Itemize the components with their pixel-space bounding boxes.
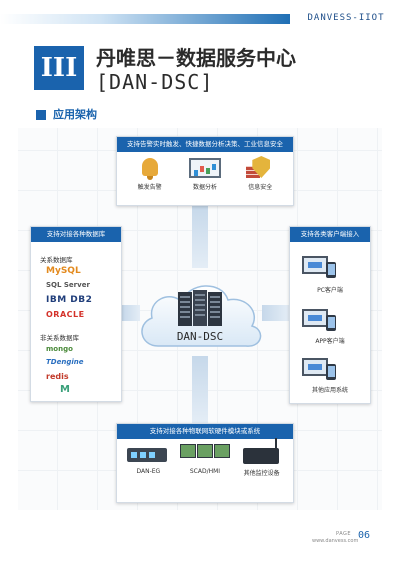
- redis-logo: redis: [46, 372, 69, 381]
- bottom-panel-items: DAN-EG SCAD/HMI 其他监控设备: [120, 438, 290, 500]
- page-number: 06: [358, 530, 371, 541]
- right-panel-header: 支持各类客户端接入: [290, 227, 370, 242]
- arrow-up-icon: [192, 206, 208, 268]
- app-client-icon: [300, 307, 340, 333]
- bottom-panel-header: 支持对接各种物联网软硬件模块或系统: [117, 424, 293, 439]
- arrow-down-icon: [192, 356, 208, 423]
- bottom-item-gateway: DAN-EG: [121, 440, 175, 475]
- top-item-label: 触发告警: [137, 184, 162, 191]
- top-item-alarm: 触发告警: [128, 156, 172, 196]
- top-item-analysis: 数据分析: [183, 156, 227, 196]
- page-subtitle: [DAN-DSC]: [96, 70, 214, 94]
- bottom-item-label: SCAD/HMI: [189, 468, 221, 475]
- monitoring-device-icon: [237, 438, 287, 468]
- relational-db-title: 关系数据库: [40, 256, 73, 264]
- tdengine-logo: TDengine: [46, 358, 84, 366]
- bottom-item-label: 其他监控设备: [243, 470, 280, 477]
- chapter-number: III: [34, 46, 84, 90]
- arrow-right-icon: [262, 305, 289, 321]
- scada-hmi-icon: [179, 440, 230, 468]
- bottom-item-label: DAN-EG: [136, 468, 161, 475]
- data-analysis-icon: [187, 156, 223, 182]
- server-rack-icon: [178, 290, 222, 326]
- other-system-icon: [300, 356, 340, 382]
- page-title: 丹唯思－数据服务中心: [96, 46, 296, 70]
- bottom-item-scada: SCAD/HMI: [178, 440, 232, 475]
- nonrelational-db-title: 非关系数据库: [40, 334, 79, 342]
- right-item-label: PC客户端: [317, 287, 343, 294]
- left-panel-header: 支持对接各种数据库: [31, 227, 121, 242]
- sqlserver-logo: SQL Server: [46, 281, 90, 289]
- security-shield-icon: [242, 156, 278, 182]
- center-label: DAN-DSC: [176, 330, 224, 343]
- cloud-icon: [141, 285, 262, 347]
- m-logo: M: [60, 384, 70, 395]
- alarm-bell-icon: [132, 156, 168, 182]
- edge-gateway-icon: [123, 440, 173, 468]
- top-item-label: 数据分析: [192, 184, 217, 191]
- section-title: 应用架构: [53, 108, 97, 121]
- left-panel: 支持对接各种数据库: [30, 226, 122, 402]
- section-marker-icon: [36, 110, 46, 120]
- bottom-item-monitor: 其他监控设备: [235, 438, 289, 477]
- right-item-label: APP客户端: [315, 338, 345, 345]
- mongodb-logo: mongo: [46, 345, 73, 353]
- right-item-label: 其他应用系统: [311, 387, 348, 394]
- arrow-left-icon: [122, 305, 140, 321]
- bottom-panel: 支持对接各种物联网软硬件模块或系统: [116, 423, 294, 503]
- top-item-security: 信息安全: [238, 156, 282, 196]
- pc-client-icon: [300, 254, 340, 280]
- oracle-logo: ORACLE: [46, 310, 85, 319]
- site-url: www.danvess.com: [312, 538, 359, 544]
- mysql-logo: MySQL: [46, 266, 81, 276]
- top-panel-header: 支持告警实时触发、快捷数据分析决策、工业信息安全: [117, 137, 293, 152]
- header-band: [0, 14, 290, 24]
- brand-tag: DANVESS-IIOT: [307, 13, 385, 23]
- ibm-db2-logo: IBM DB2: [46, 295, 93, 305]
- page-label: PAGE: [336, 531, 352, 537]
- top-panel-items: 触发告警 数据分析 信息安全: [122, 156, 288, 196]
- top-item-label: 信息安全: [248, 184, 273, 191]
